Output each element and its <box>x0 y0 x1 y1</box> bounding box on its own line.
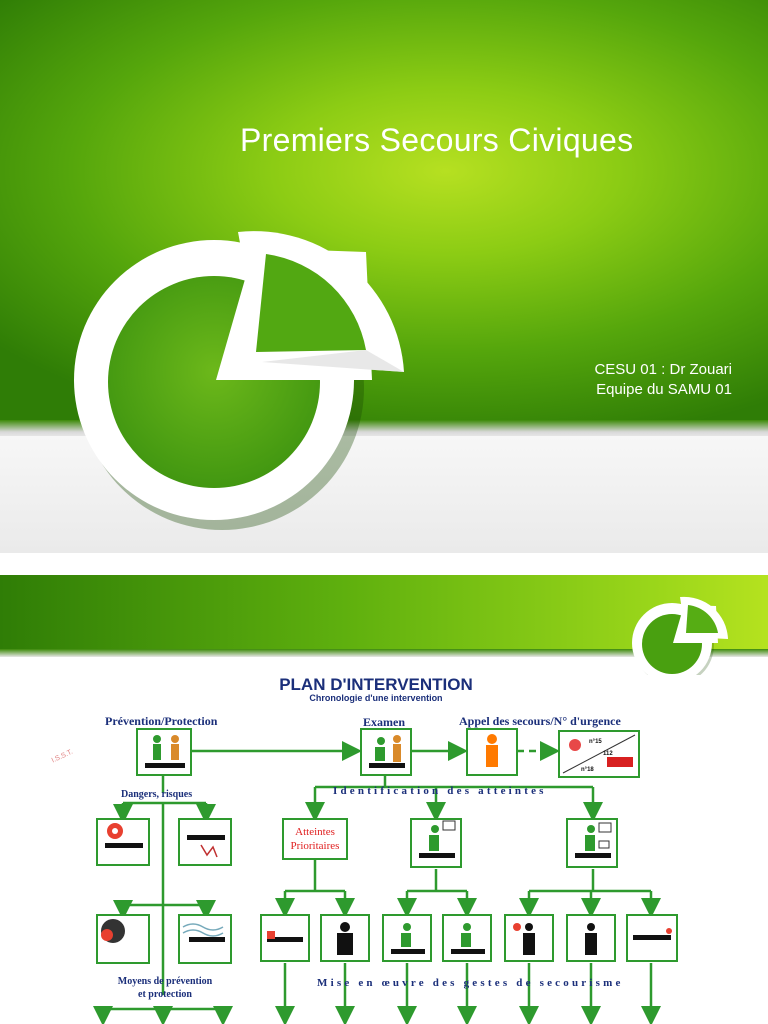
examen-label: Examen <box>363 715 405 729</box>
moyens-label: Moyens de prévention et protection <box>105 975 225 1001</box>
subtitle-line-author: CESU 01 : Dr Zouari <box>594 361 732 378</box>
content-slide: PLAN D'INTERVENTION Chronologie d'une in… <box>0 575 768 1024</box>
mise-en-oeuvre-label: Mise en œuvre des gestes de secourisme <box>317 977 624 989</box>
prevention-label: Prévention/Protection <box>105 714 218 728</box>
moyens-line: Moyens de prévention <box>117 976 213 987</box>
atteintes-prioritaires-label: Atteintes Prioritaires <box>285 825 345 853</box>
atteintes-line: Atteintes <box>295 826 335 838</box>
pie-chart-logo-icon <box>632 596 728 685</box>
title-slide: Premiers Secours Civiques CESU 01 : Dr Z… <box>0 0 768 553</box>
slide-gap <box>0 553 768 575</box>
slide-subtitle: CESU 01 : Dr Zouari Equipe du SAMU 01 <box>594 360 732 400</box>
protection-line: et protection <box>138 989 192 1000</box>
diagram-subtitle: Chronologie d'une intervention <box>309 693 443 703</box>
appel-label: Appel des secours/N° d'urgence <box>459 714 621 728</box>
pie-chart-logo-icon <box>74 231 404 530</box>
number-18: n°18 <box>581 767 594 773</box>
number-112: 112 <box>603 751 613 757</box>
intervention-plan-diagram: PLAN D'INTERVENTION Chronologie d'une in… <box>51 675 717 1024</box>
slide-title: Premiers Secours Civiques <box>240 122 634 158</box>
prioritaires-line: Prioritaires <box>290 840 340 852</box>
flowchart <box>93 728 678 1024</box>
diagram-title: PLAN D'INTERVENTION <box>279 675 473 694</box>
identification-label: Identification des atteintes <box>333 785 547 797</box>
header-band <box>0 649 768 657</box>
number-15: n°15 <box>589 739 602 745</box>
dangers-label: Dangers, risques <box>121 789 193 800</box>
subtitle-line-team: Equipe du SAMU 01 <box>596 381 732 398</box>
